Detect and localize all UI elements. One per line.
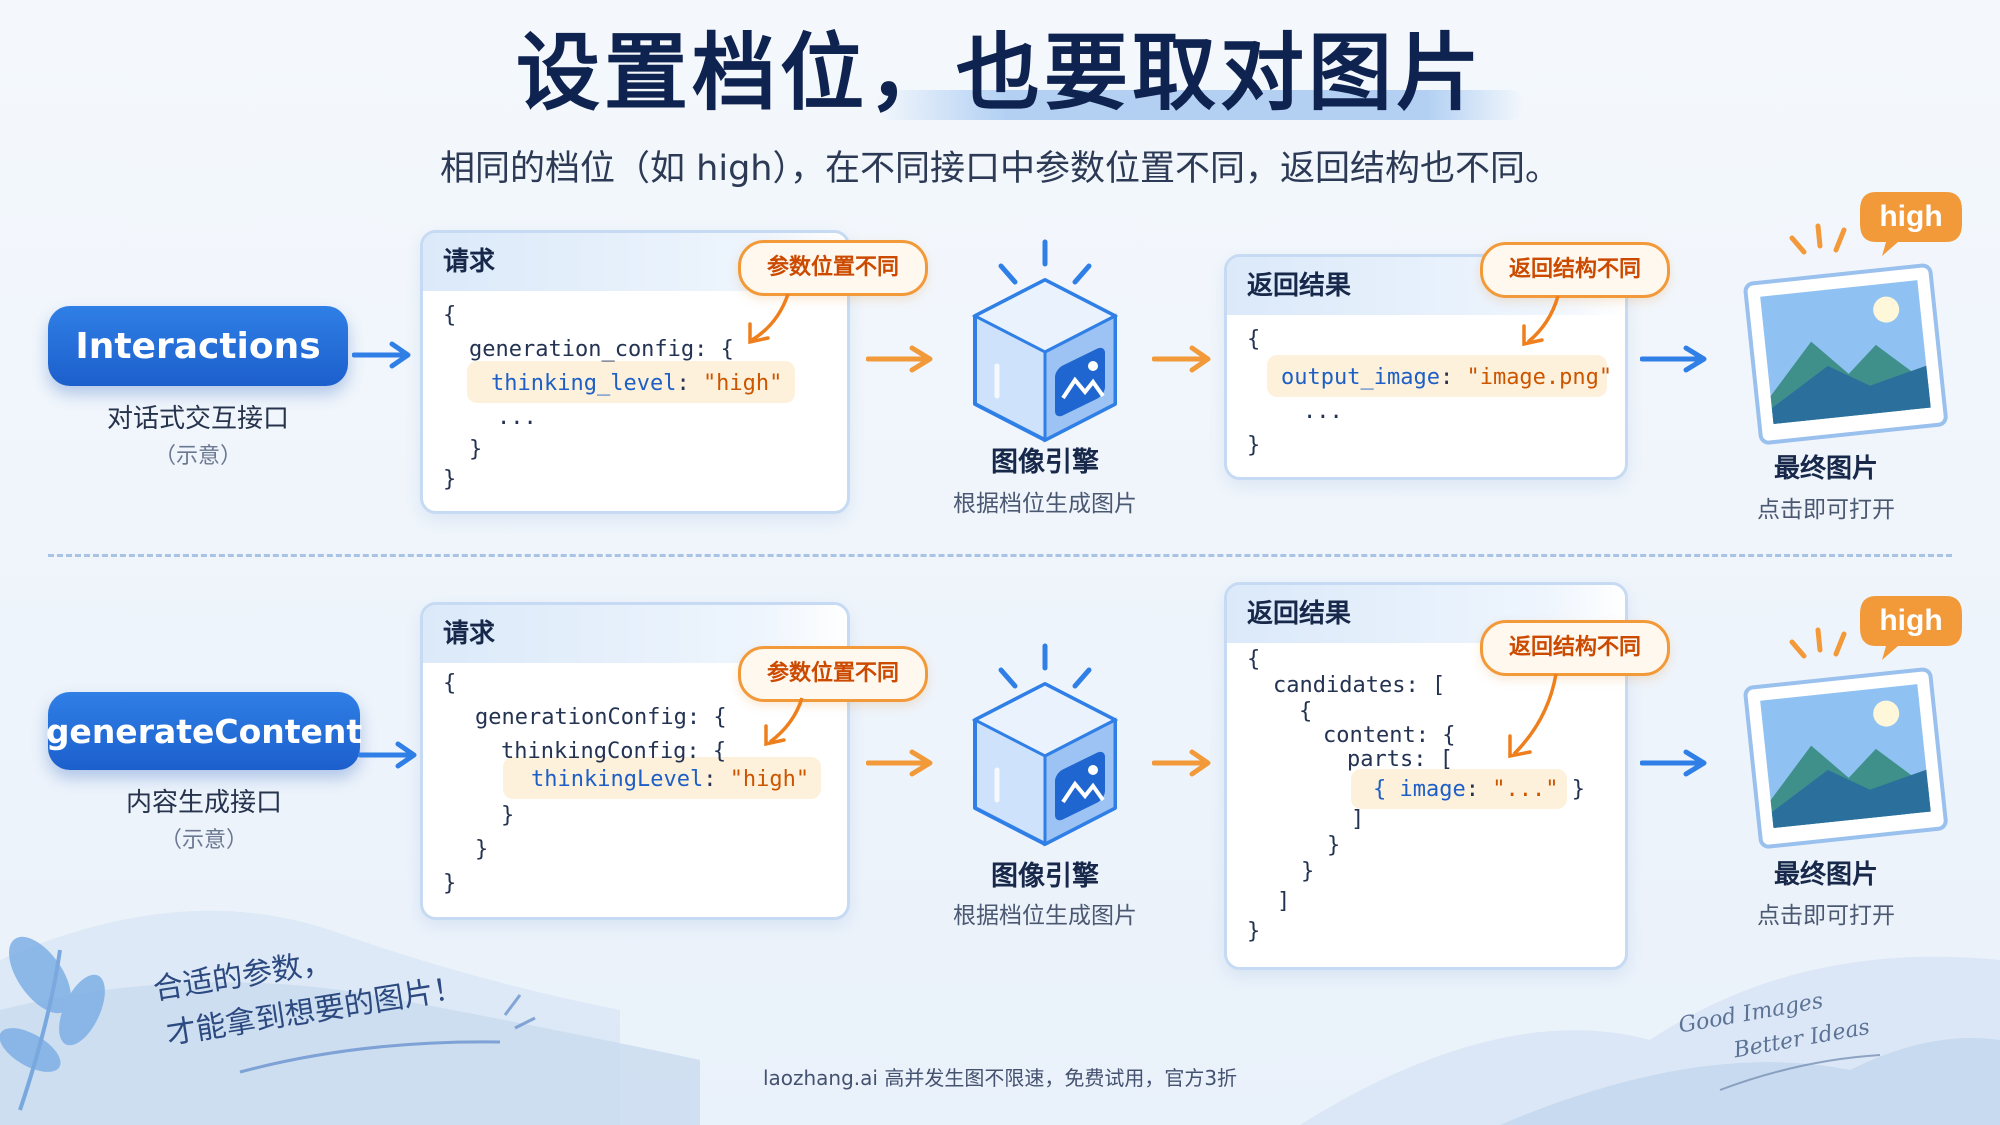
final-image-label: 最终图片 <box>1773 860 1878 890</box>
api-note: （示意） <box>159 828 248 853</box>
request-callout: 参数位置不同 <box>738 240 928 296</box>
code-line: { <box>1247 647 1261 672</box>
quality-badge: high <box>1860 596 1962 660</box>
code-line: ] <box>1277 889 1291 914</box>
code-line: { <box>443 671 457 696</box>
callout-pointer <box>748 293 790 345</box>
code-line: } <box>469 437 483 462</box>
code-line: candidates: [ <box>1273 673 1446 698</box>
image-engine-cube-icon <box>971 239 1119 443</box>
code-line-highlight: { image: "..." } <box>1373 777 1585 802</box>
arrow-right-icon <box>1640 749 1707 777</box>
response-callout: 返回结构不同 <box>1480 242 1670 298</box>
footer-text[interactable]: laozhang.ai 高并发生图不限速，免费试用，官方3折 <box>762 1066 1238 1090</box>
code-line: } <box>443 467 457 492</box>
code-line-highlight: thinking_level: "high" <box>491 371 783 396</box>
response-card: 返回结果 { output_image: "image.png" ... } <box>1224 254 1628 480</box>
code-line: ... <box>1303 399 1343 424</box>
response-card: 返回结果 { candidates: [ { content: { parts:… <box>1224 582 1628 970</box>
request-callout: 参数位置不同 <box>738 646 928 702</box>
code-line: ] <box>1351 807 1365 832</box>
arrow-right-icon <box>352 341 411 369</box>
quality-badge: high <box>1860 192 1962 256</box>
arrow-right-icon <box>1152 345 1211 373</box>
code-line-highlight: thinkingLevel: "high" <box>531 767 810 792</box>
final-image-label: 最终图片 <box>1773 454 1878 484</box>
final-image-picture-icon[interactable] <box>1716 188 1976 448</box>
page-subtitle: 相同的档位（如 high），在不同接口中参数位置不同，返回结构也不同。 <box>440 149 1560 189</box>
row-divider <box>48 554 1952 557</box>
code-line: } <box>475 837 489 862</box>
code-line: content: { <box>1323 723 1456 748</box>
code-line: } <box>1301 859 1315 884</box>
badge-label: high <box>1879 200 1942 233</box>
engine-description: 根据档位生成图片 <box>953 491 1137 517</box>
code-line: thinkingConfig: { <box>501 739 727 764</box>
api-note: （示意） <box>153 444 242 469</box>
code-line: } <box>443 871 457 896</box>
engine-description: 根据档位生成图片 <box>953 903 1137 929</box>
title-area: 设置档位，也要取对图片 <box>0 18 2000 128</box>
arrow-right-icon <box>358 741 417 769</box>
code-line: } <box>1327 833 1341 858</box>
code-line: } <box>501 803 515 828</box>
callout-pointer <box>1522 295 1560 347</box>
code-line: { <box>1247 327 1261 352</box>
arrow-right-icon <box>1640 345 1707 373</box>
arrow-right-icon <box>866 345 933 373</box>
arrow-right-icon <box>1152 749 1211 777</box>
code-line: parts: [ <box>1347 747 1453 772</box>
final-image-picture-icon[interactable] <box>1716 592 1976 852</box>
code-line: ... <box>497 405 537 430</box>
code-line: { <box>1299 699 1313 724</box>
engine-label: 图像引擎 <box>991 861 1099 892</box>
callout-pointer <box>764 697 804 747</box>
engine-label: 图像引擎 <box>991 447 1099 478</box>
code-line: { <box>443 303 457 328</box>
code-line: generation_config: { <box>469 337 734 362</box>
code-line-highlight: output_image: "image.png" <box>1281 365 1613 390</box>
badge-label: high <box>1879 604 1942 637</box>
code-line: generationConfig: { <box>475 705 727 730</box>
page-title: 设置档位，也要取对图片 <box>516 18 1524 128</box>
code-line: } <box>1247 919 1261 944</box>
api-button-interactions[interactable]: Interactions <box>48 306 348 386</box>
image-engine-cube-icon <box>971 643 1119 847</box>
api-description: 对话式交互接口 <box>106 404 289 434</box>
final-image-description: 点击即可打开 <box>1757 903 1895 929</box>
api-button-generatecontent[interactable]: generateContent <box>46 692 362 770</box>
code-line: } <box>1247 433 1261 458</box>
response-callout: 返回结构不同 <box>1480 620 1670 676</box>
arrow-right-icon <box>866 749 933 777</box>
callout-pointer <box>1508 673 1558 759</box>
leaf-icon <box>0 936 105 1111</box>
final-image-description: 点击即可打开 <box>1757 497 1895 523</box>
api-description: 内容生成接口 <box>125 788 282 818</box>
